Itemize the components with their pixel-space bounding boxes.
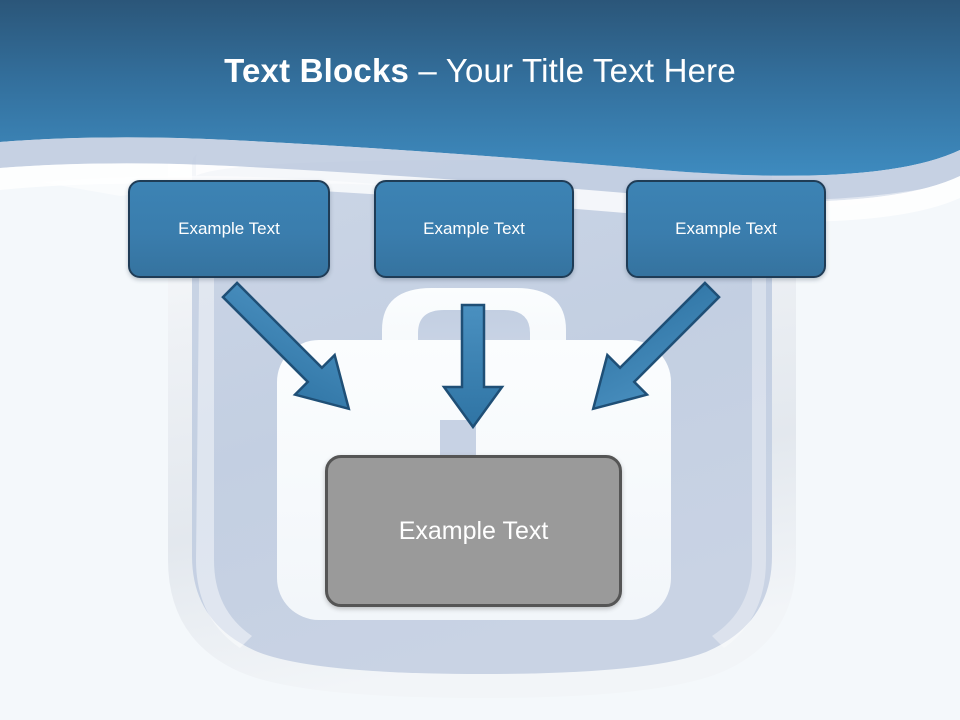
- text-block-2-label: Example Text: [423, 219, 525, 238]
- text-block-1-label: Example Text: [178, 219, 280, 238]
- page-title-light: Your Title Text Here: [445, 52, 736, 89]
- result-block[interactable]: Example Text: [325, 455, 622, 607]
- text-block-2[interactable]: Example Text: [374, 180, 574, 278]
- result-block-label: Example Text: [398, 516, 549, 545]
- text-block-1[interactable]: Example Text: [128, 180, 330, 278]
- page-title-bold: Text Blocks: [224, 52, 410, 89]
- text-block-3-label: Example Text: [675, 219, 777, 238]
- page-title-separator: –: [409, 52, 446, 89]
- text-block-3[interactable]: Example Text: [626, 180, 826, 278]
- page-title: Text Blocks – Your Title Text Here: [0, 50, 960, 92]
